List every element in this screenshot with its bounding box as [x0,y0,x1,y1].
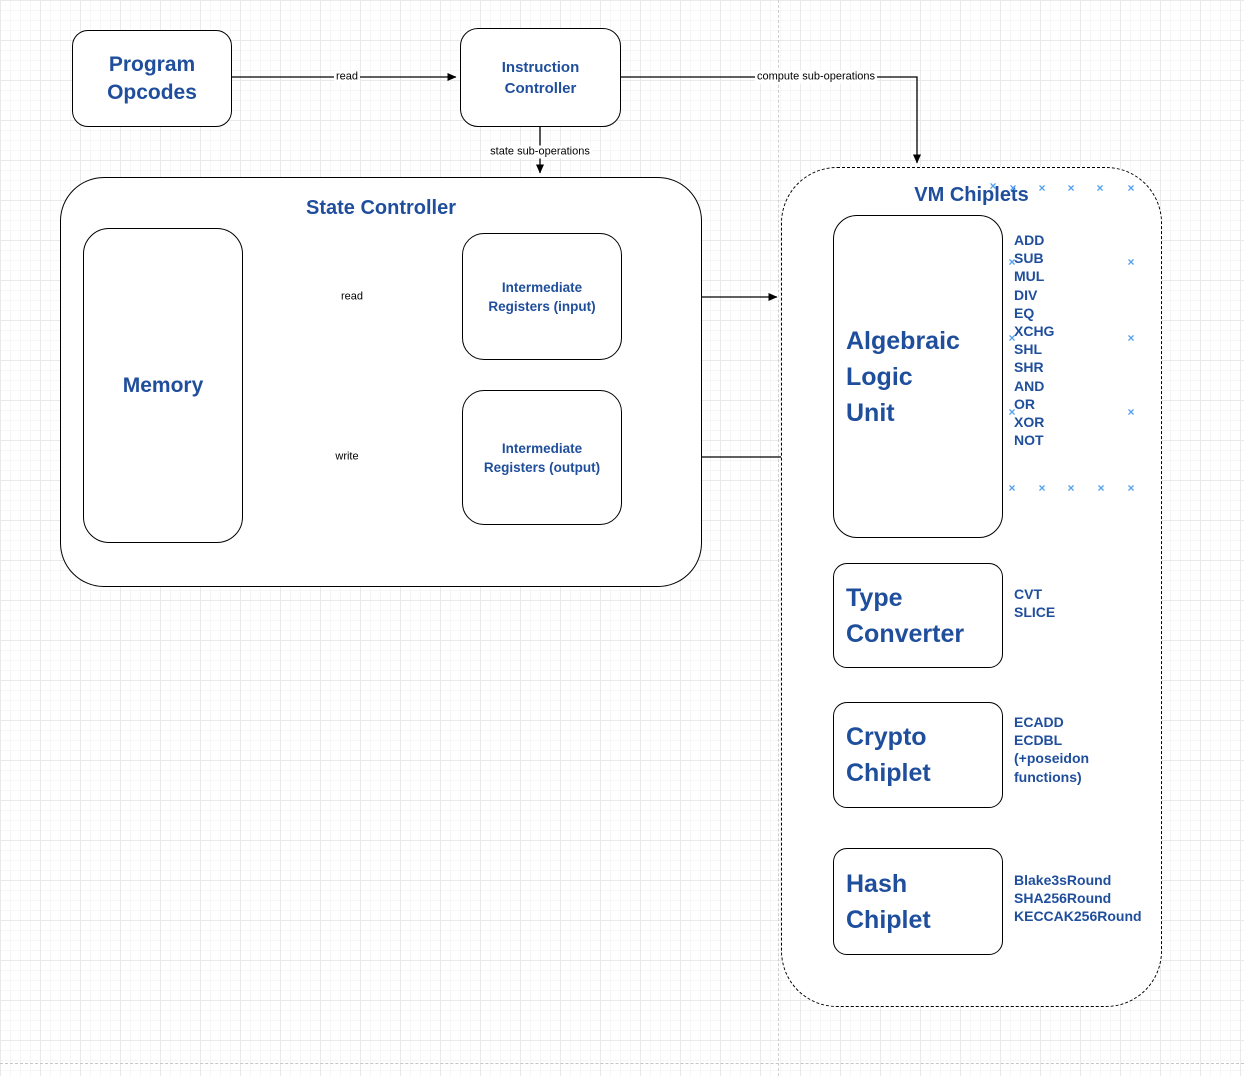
type-converter-op: SLICE [1014,604,1056,621]
hash-chiplet-node[interactable]: Hash Chiplet [833,848,1003,955]
x-mark: × [1009,181,1017,195]
edge-label-write-memory: write [333,450,361,464]
algebraic-logic-unit-node[interactable]: Algebraic Logic Unit [833,215,1003,538]
x-mark: × [1097,481,1105,495]
x-mark: × [1096,181,1104,195]
crypto-chiplet-op: ECADD [1014,714,1064,730]
crypto-chiplet-label: Crypto [846,723,927,751]
alu-op: AND [1014,377,1045,394]
crypto-chiplet-op: functions) [1014,768,1082,785]
x-mark: × [1038,481,1046,495]
intermediate-registers-output-node[interactable]: Intermediate Registers (output) [462,390,622,525]
x-mark: × [1127,181,1135,195]
instruction-controller-label: Instruction [501,58,580,76]
hash-chiplet-op: Blake3sRound [1014,872,1112,888]
alu-op: ADD [1014,232,1045,248]
alu-op: OR [1014,395,1035,412]
memory-node[interactable]: Memory [83,228,243,543]
intermediate-registers-input-label: Intermediate [501,279,583,295]
alu-op: MUL [1014,268,1045,285]
crypto-chiplet-op: ECDBL [1014,732,1063,749]
alu-op: DIV [1014,286,1038,303]
instruction-controller-node[interactable]: Instruction Controller [460,28,621,127]
x-mark: × [1067,181,1075,195]
alu-op: SHL [1014,341,1042,358]
intermediate-registers-output-label: Registers (output) [483,459,601,475]
alu-op: XCHG [1014,323,1055,340]
x-mark: × [1127,331,1135,345]
alu-label: Logic [846,362,913,391]
edge-label-compute-sub-operations: compute sub-operations [754,70,878,84]
x-mark: × [1008,255,1016,269]
intermediate-registers-input-label: Registers (input) [488,298,596,314]
hash-chiplet-op: SHA256Round [1014,890,1112,907]
x-mark: × [1008,331,1016,345]
crypto-chiplet-node[interactable]: Crypto Chiplet [833,702,1003,808]
x-mark: × [989,179,997,193]
program-opcodes-node[interactable]: Program Opcodes [72,30,232,127]
alu-op: SHR [1014,359,1044,376]
vertical-guide-line [778,0,779,1076]
alu-op: SUB [1014,250,1044,267]
intermediate-registers-output-label: Intermediate [501,440,583,456]
x-mark: × [1127,405,1135,419]
crypto-chiplet-ops-list: ECADD ECDBL (+poseidon functions) [1014,713,1089,786]
type-converter-label: Type [846,583,903,612]
x-mark: × [1127,255,1135,269]
type-converter-node[interactable]: Type Converter [833,563,1003,668]
edge-label-read-opcodes: read [333,70,361,84]
program-opcodes-label: Opcodes [107,80,197,104]
x-mark: × [1127,481,1135,495]
hash-chiplet-label: Chiplet [846,905,931,934]
memory-label: Memory [122,373,204,397]
alu-op: EQ [1014,304,1035,321]
edge-label-state-sub-operations: state sub-operations [488,145,592,159]
x-mark: × [1008,405,1016,419]
intermediate-registers-input-node[interactable]: Intermediate Registers (input) [462,233,622,360]
alu-op: XOR [1014,414,1045,431]
state-controller-title: State Controller [305,197,457,219]
edge-label-read-memory: read [338,290,366,304]
alu-label: Unit [846,398,895,427]
edge-compute-sub-operations[interactable] [621,76,921,164]
type-converter-op: CVT [1014,586,1042,602]
hash-chiplet-label: Hash [846,869,908,898]
x-mark: × [1008,481,1016,495]
horizontal-guide-line [0,1063,1244,1064]
x-mark: × [1038,181,1046,195]
instruction-controller-label: Controller [504,79,577,97]
hash-chiplet-ops-list: Blake3sRound SHA256Round KECCAK256Round [1014,871,1142,926]
program-opcodes-label: Program [108,52,196,76]
crypto-chiplet-label: Chiplet [846,759,931,787]
alu-label: Algebraic [846,326,960,355]
crypto-chiplet-op: (+poseidon [1014,750,1090,767]
alu-op: NOT [1014,432,1044,449]
hash-chiplet-op: KECCAK256Round [1014,908,1142,925]
type-converter-label: Converter [846,619,965,648]
type-converter-ops-list: CVT SLICE [1014,585,1055,621]
vm-chiplets-title: VM Chiplets [914,184,1029,206]
x-mark: × [1067,481,1075,495]
alu-ops-list: ADD SUB MUL DIV EQ XCHG SHL SHR AND OR X… [1014,231,1054,449]
